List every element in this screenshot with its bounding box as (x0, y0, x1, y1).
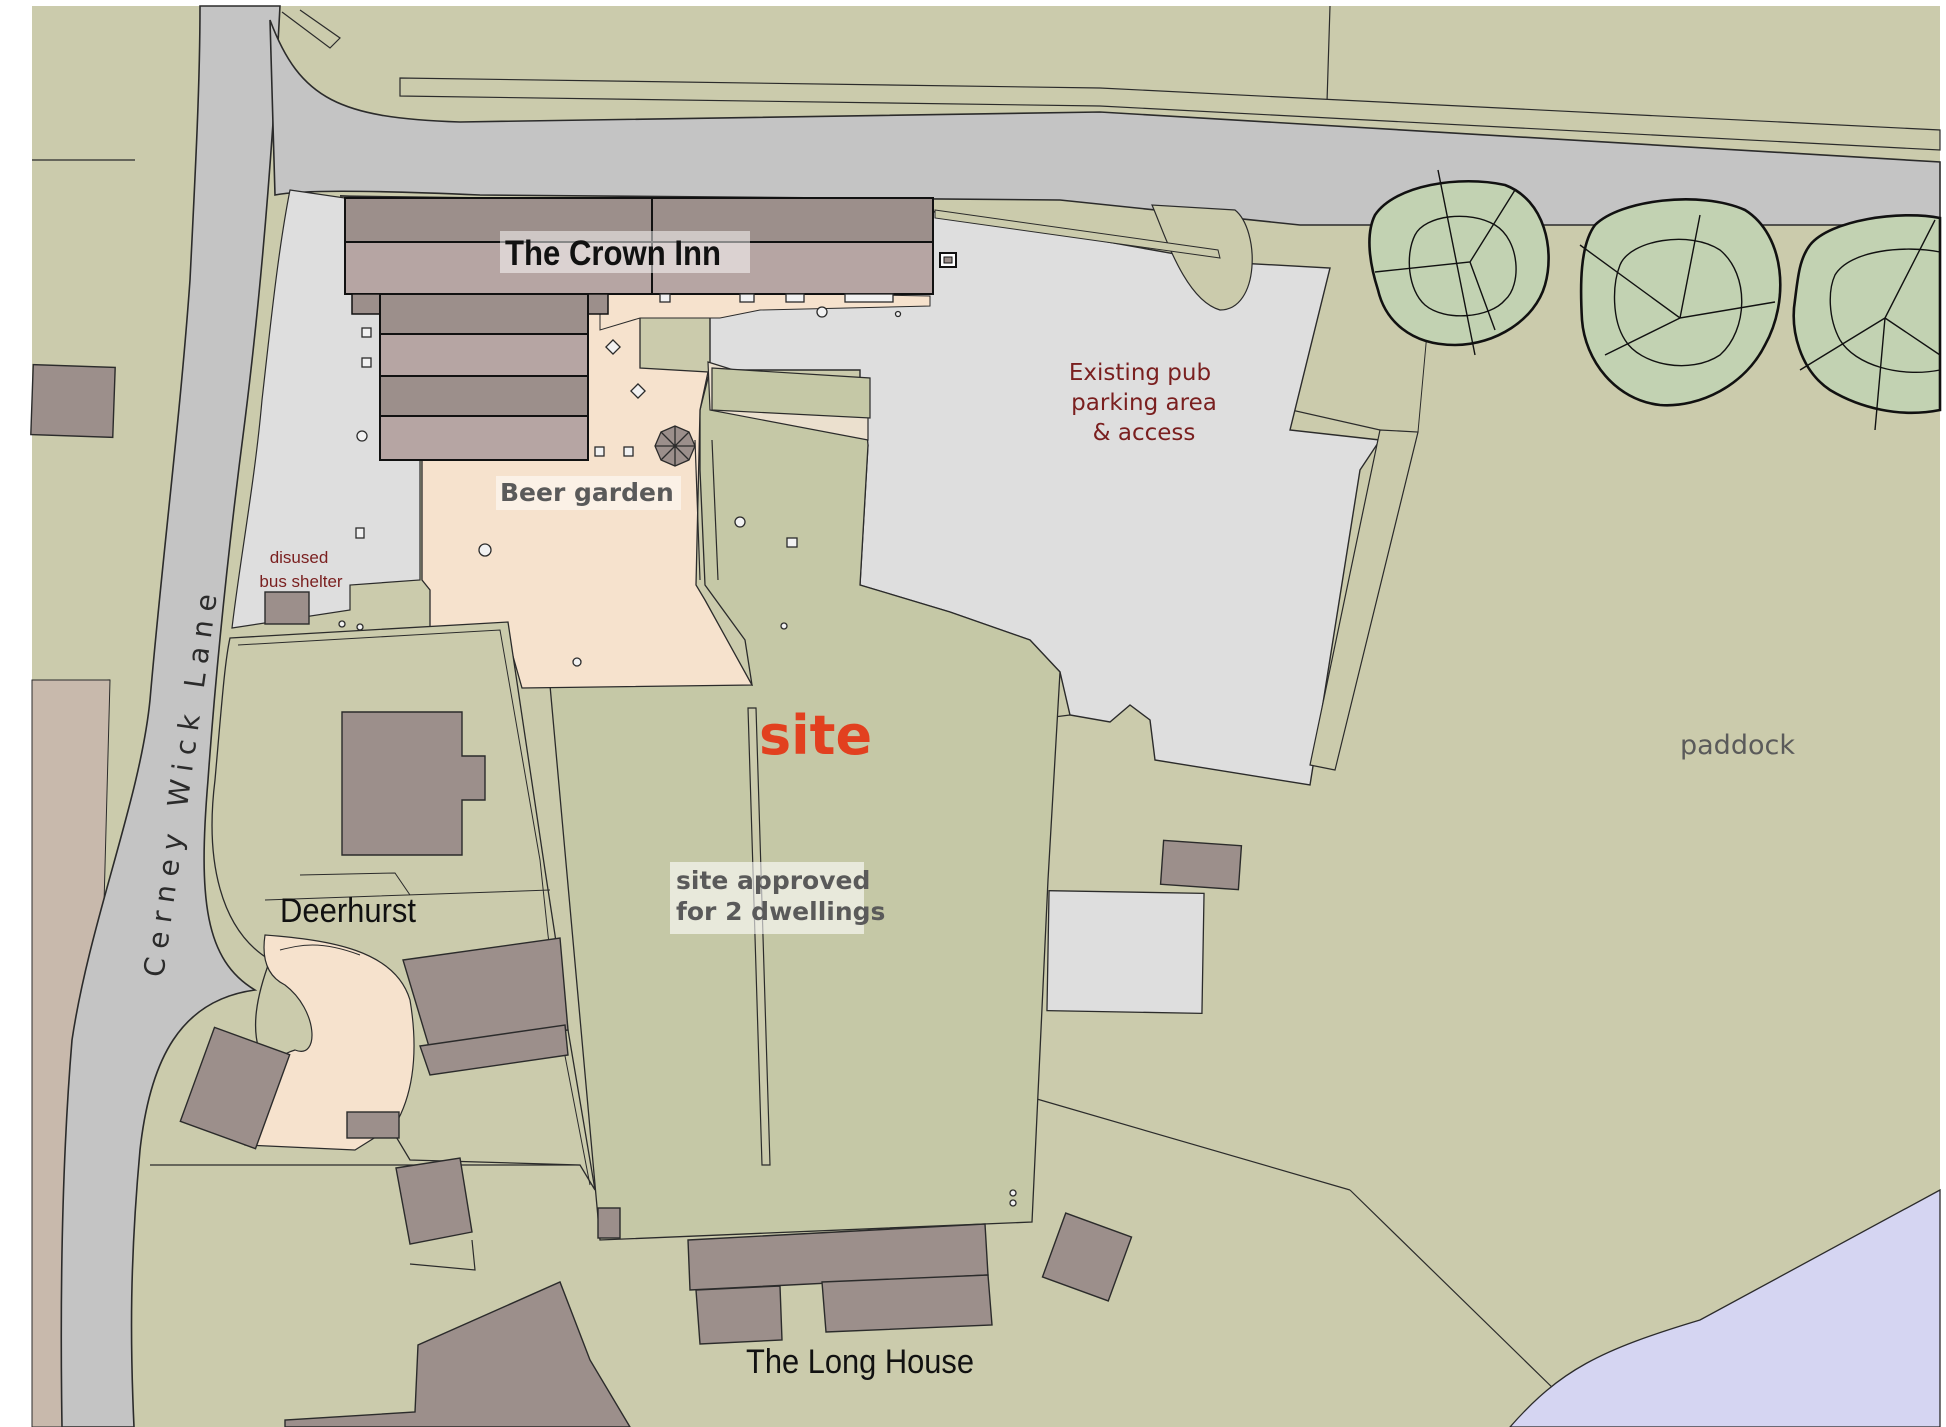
bus-shelter-label-line2: bus shelter (259, 572, 342, 591)
site-footpath (747, 707, 771, 1166)
deerhurst-garden-lines (264, 872, 551, 956)
crown-inn-label-bg (500, 231, 750, 273)
site-plot (544, 369, 1061, 1241)
building-garage (179, 1026, 291, 1150)
tree-icon (1579, 198, 1782, 407)
site-approved-label-line1: site approved (676, 866, 870, 895)
pub-parking-label-line3: & access (1093, 420, 1196, 446)
building-deerhurst-barn-ext (419, 1024, 569, 1076)
gazebo-icon (654, 425, 696, 467)
road-kerb-top-left (281, 9, 341, 49)
trees (1368, 169, 1942, 431)
building-outbuilding-sw (395, 1157, 473, 1245)
beer-garden-label-bg (496, 476, 681, 510)
building-tiny-shed (597, 1207, 621, 1239)
road-verge (399, 77, 1941, 151)
building-far-west (30, 363, 116, 439)
pub-parking-label-line2: parking area (1071, 390, 1217, 416)
deerhurst-label: Deerhurst (280, 892, 417, 930)
parking-kerb-line (934, 209, 1221, 259)
garden-features (338, 293, 1017, 1207)
building-long-house-west (695, 1285, 783, 1345)
tree-icon (1792, 214, 1942, 431)
water-course (1509, 1188, 1941, 1427)
buildings (30, 363, 1243, 1427)
crown-inn-building (344, 197, 957, 461)
outbuilding-slab (1046, 890, 1205, 1015)
building-deerhurst-house (341, 711, 486, 856)
site-approved-label-bg (670, 862, 864, 934)
site-approved-label-line2: for 2 dwellings (676, 897, 885, 926)
paddock-label: paddock (1680, 730, 1795, 761)
building-shed-paddock (1159, 839, 1243, 891)
tree-icon (1368, 169, 1550, 356)
site-label: site (759, 704, 872, 767)
bus-shelter-label-line1: disused (270, 548, 329, 567)
building-shed-field (1041, 1212, 1133, 1302)
building-shed-small (346, 1111, 400, 1139)
road-cerney-wick-lane (60, 5, 281, 1427)
long-house-label: The Long House (746, 1343, 974, 1381)
paddock-boundary-strip (1309, 429, 1419, 771)
site-field-north (711, 367, 871, 419)
building-deerhurst-barn (402, 937, 569, 1051)
building-south-west (284, 1281, 631, 1427)
building-long-house-east (821, 1274, 993, 1333)
building-bus-shelter (264, 591, 310, 625)
pub-parking-label-line1: Existing pub (1069, 360, 1211, 386)
crown-inn-label: The Crown Inn (505, 234, 721, 273)
beer-garden-label: Beer garden (500, 478, 674, 507)
